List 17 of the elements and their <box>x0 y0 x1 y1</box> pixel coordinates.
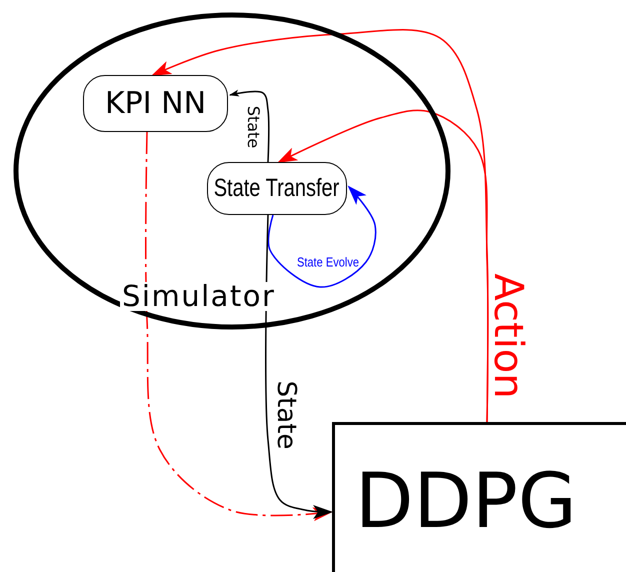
process-box <box>332 422 626 572</box>
edge-label: Action <box>488 273 528 399</box>
arrow <box>268 186 376 288</box>
arrow <box>277 110 489 422</box>
node-label: KPI NN <box>104 88 206 118</box>
arrow <box>265 214 333 519</box>
edge-label: State Evolve <box>296 256 360 268</box>
arrow <box>229 90 270 162</box>
node-label: State Transfer <box>214 176 340 201</box>
edge-label: State <box>245 106 261 148</box>
node-label: DDPG <box>355 463 577 539</box>
edge-label: State <box>273 380 299 450</box>
process-box <box>83 75 228 132</box>
process-box <box>207 162 347 215</box>
arrow <box>145 132 333 522</box>
arrow <box>151 29 489 422</box>
simulator-ellipse <box>13 12 451 330</box>
